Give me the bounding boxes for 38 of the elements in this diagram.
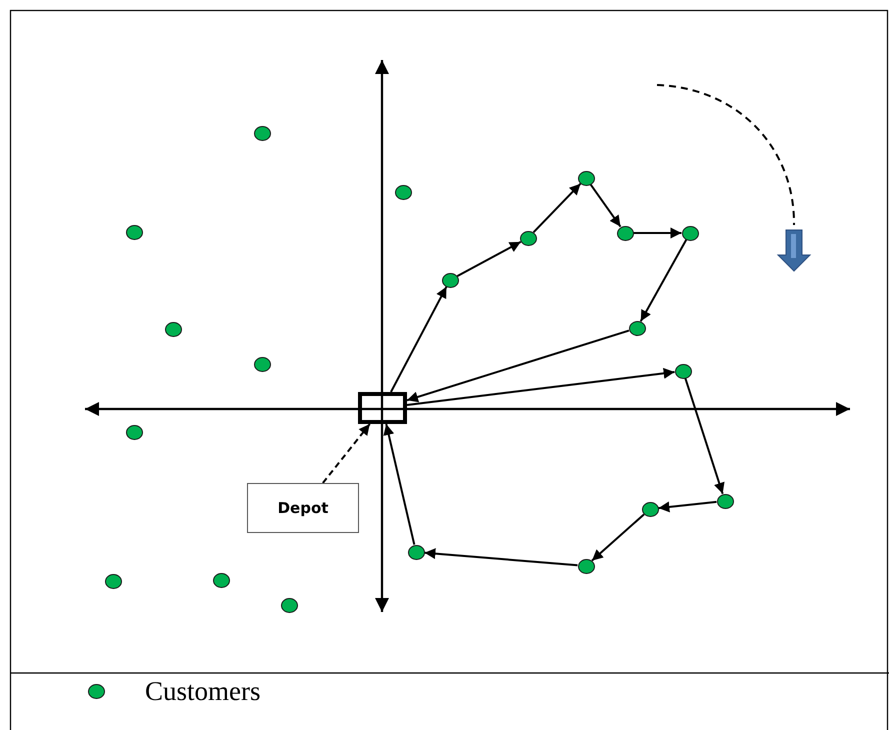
customer-dot bbox=[212, 572, 230, 588]
customer-dot bbox=[126, 224, 142, 240]
route-arrow bbox=[658, 500, 717, 512]
route-arrow bbox=[591, 514, 645, 562]
route-arrow bbox=[322, 423, 371, 484]
route-arrow bbox=[590, 184, 622, 228]
route-arrow bbox=[406, 330, 630, 402]
customer-dot bbox=[642, 502, 658, 516]
route-arrow bbox=[390, 286, 448, 392]
customer-dot bbox=[394, 184, 412, 200]
customer-dot bbox=[126, 424, 142, 440]
route-arrow bbox=[424, 548, 578, 566]
route-arrow bbox=[383, 424, 416, 545]
route-arrow bbox=[532, 183, 582, 233]
node-label: Depot bbox=[278, 499, 328, 517]
customer-dot bbox=[280, 598, 298, 612]
customer-dot bbox=[254, 356, 270, 372]
route-arrow bbox=[406, 368, 675, 406]
customer-dot bbox=[442, 272, 458, 288]
customer-dot bbox=[254, 126, 270, 140]
customer-dot bbox=[674, 364, 692, 378]
customer-dot bbox=[716, 494, 734, 508]
depot-square bbox=[358, 392, 407, 424]
route-arrow bbox=[456, 241, 522, 277]
customer-dot bbox=[164, 322, 182, 336]
customer-dot bbox=[104, 574, 122, 588]
customer-dot bbox=[520, 230, 536, 246]
route-arrow bbox=[684, 378, 725, 494]
customer-dot bbox=[578, 558, 594, 574]
label-box bbox=[247, 483, 359, 533]
customer-dot bbox=[682, 226, 698, 240]
route-arrow bbox=[634, 228, 682, 238]
legend-label: Customers bbox=[145, 676, 261, 707]
customer-dot bbox=[408, 544, 424, 560]
route-arrow bbox=[640, 239, 688, 322]
customer-dot bbox=[628, 320, 646, 336]
customer-dot bbox=[578, 170, 594, 186]
customer-dot bbox=[616, 226, 634, 240]
